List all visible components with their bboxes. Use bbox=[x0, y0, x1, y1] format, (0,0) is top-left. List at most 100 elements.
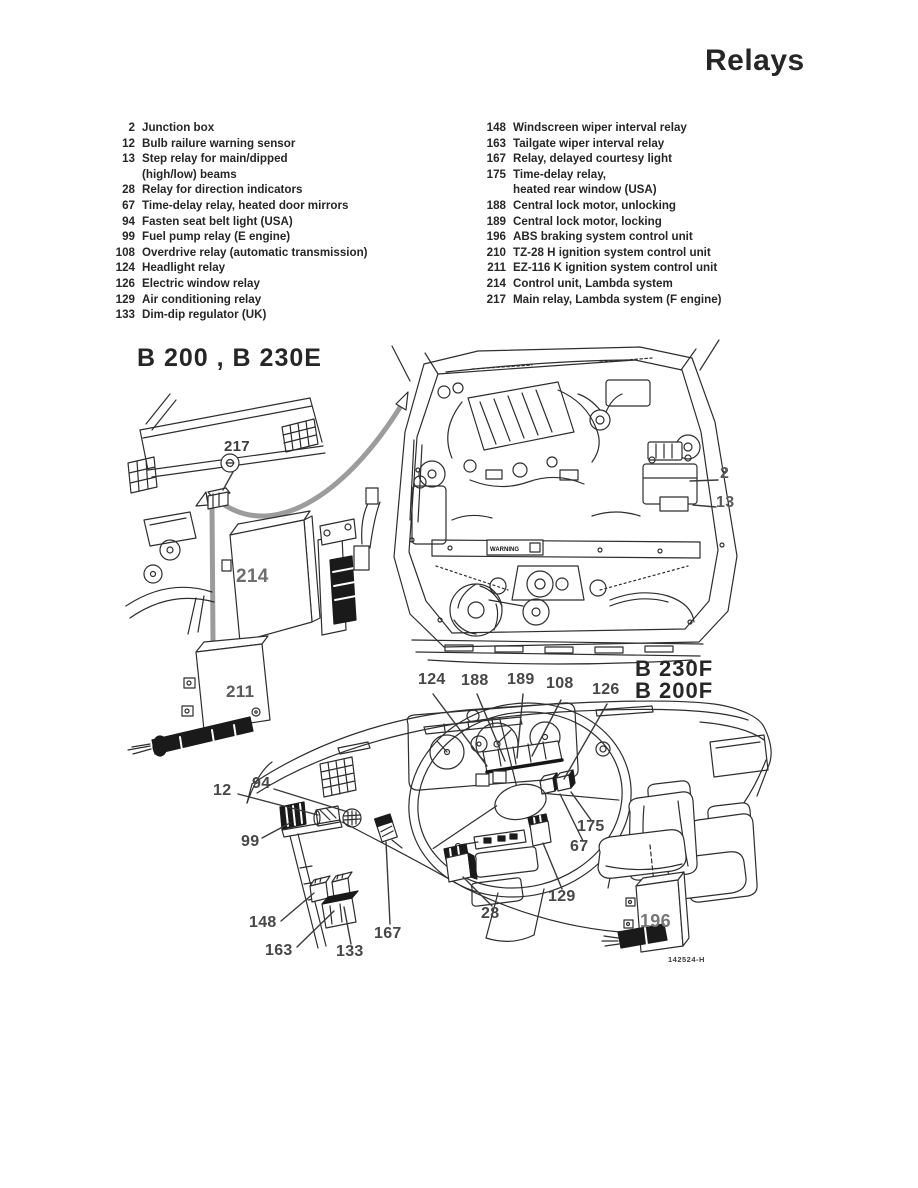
legend-number: 2 bbox=[128, 121, 135, 134]
legend-label: Fuel pump relay (E engine) bbox=[142, 230, 291, 244]
routing-line-to-ecu bbox=[209, 503, 216, 645]
legend-number: 108 bbox=[115, 245, 135, 259]
legend-item: (high/low) beams bbox=[101, 167, 368, 183]
legend-number: 28 bbox=[122, 183, 135, 197]
legend-number: 217 bbox=[486, 292, 506, 306]
callout-133: 133 bbox=[336, 943, 364, 960]
callout-217: 217 bbox=[224, 438, 250, 455]
legend-label: Central lock motor, unlocking bbox=[513, 198, 676, 212]
legend-item: 175 Time-delay relay, bbox=[472, 167, 722, 183]
legend-item: 214 Control unit, Lambda system bbox=[472, 276, 722, 292]
callout-214: 214 bbox=[236, 566, 269, 587]
callout-99: 99 bbox=[241, 833, 260, 850]
variant-line-1: B 230F bbox=[635, 656, 714, 681]
legend-number: 126 bbox=[115, 276, 135, 290]
relay-217 bbox=[195, 453, 240, 510]
page-title: Relays bbox=[705, 44, 805, 77]
legend-number: 196 bbox=[486, 230, 506, 244]
lower-dash-figure bbox=[246, 700, 772, 949]
arrowhead-icon bbox=[395, 391, 409, 411]
legend-item: 2 Junction box bbox=[101, 120, 368, 136]
legend-number: 163 bbox=[486, 136, 506, 150]
legend-label: Control unit, Lambda system bbox=[513, 276, 673, 290]
legend-item: 28 Relay for direction indicators bbox=[101, 182, 368, 198]
variant-line-2: B 200F bbox=[635, 678, 714, 703]
relay-group-left bbox=[279, 801, 362, 838]
relay-28 bbox=[443, 843, 478, 883]
legend-label: Tailgate wiper interval relay bbox=[513, 136, 665, 150]
legend-label: Time-delay relay, bbox=[513, 167, 607, 181]
switch-panel-grid bbox=[319, 756, 357, 798]
legend-label: Bulb railure warning sensor bbox=[142, 136, 296, 150]
legend-number: 167 bbox=[486, 152, 506, 166]
legend-label: Overdrive relay (automatic transmission) bbox=[142, 245, 368, 259]
legend-item: heated rear window (USA) bbox=[472, 182, 722, 198]
legend-item: 129 Air conditioning relay bbox=[101, 292, 368, 308]
abs-control-unit-196 bbox=[601, 871, 690, 953]
legend-label: Main relay, Lambda system (F engine) bbox=[513, 292, 722, 306]
callout-163: 163 bbox=[265, 942, 293, 959]
seats-figure bbox=[597, 780, 758, 953]
left-dash-figure bbox=[125, 391, 409, 757]
legend-item: 163 Tailgate wiper interval relay bbox=[472, 136, 722, 152]
legend-label: Relay, delayed courtesy light bbox=[513, 152, 672, 166]
central-relay-panel bbox=[475, 740, 564, 787]
callout-108: 108 bbox=[546, 675, 574, 692]
legend-label: Junction box bbox=[142, 121, 215, 134]
legend-number: 94 bbox=[122, 214, 135, 228]
legend-label: Time-delay relay, heated door mirrors bbox=[142, 198, 349, 212]
junction-box bbox=[647, 441, 683, 461]
callout-2: 2 bbox=[720, 465, 730, 482]
legend-number: 129 bbox=[115, 292, 135, 306]
warning-plate bbox=[486, 539, 544, 556]
engine-variant-heading-bottom: B 230F B 200F bbox=[635, 658, 713, 702]
callout-211: 211 bbox=[226, 682, 255, 701]
legend-item: 108 Overdrive relay (automatic transmissi… bbox=[101, 245, 368, 261]
steering-wheel bbox=[408, 702, 632, 942]
legend-number: 13 bbox=[122, 152, 135, 166]
legend-label: Air conditioning relay bbox=[142, 292, 262, 306]
legend-number: 175 bbox=[486, 167, 506, 181]
callout-12: 12 bbox=[213, 782, 232, 799]
legend-item: 12 Bulb railure warning sensor bbox=[101, 136, 368, 152]
driver-seat bbox=[597, 780, 698, 889]
callout-leader-lines bbox=[222, 471, 719, 948]
callout-126: 126 bbox=[592, 681, 620, 698]
engine-variant-heading-top: B 200 , B 230E bbox=[137, 344, 322, 372]
callout-188: 188 bbox=[461, 672, 489, 689]
legend-item: 126 Electric window relay bbox=[101, 276, 368, 292]
legend-label: Central lock motor, locking bbox=[513, 214, 662, 228]
legend-number: 189 bbox=[486, 214, 506, 228]
callout-94: 94 bbox=[252, 775, 271, 792]
callout-67: 67 bbox=[570, 838, 589, 855]
callout-189: 189 bbox=[507, 671, 535, 688]
ecu-box-214 bbox=[221, 510, 321, 643]
legend-left-column: 2 Junction box 12 Bulb railure warning sens… bbox=[101, 120, 368, 323]
legend-label: Electric window relay bbox=[142, 276, 260, 290]
legend-item: 211 EZ-116 K ignition system control unit bbox=[472, 260, 722, 276]
engine-bay-figure: WARNING bbox=[391, 339, 738, 665]
callout-124: 124 bbox=[418, 671, 446, 688]
legend-label: EZ-116 K ignition system control unit bbox=[513, 261, 718, 275]
legend-number: 133 bbox=[115, 308, 135, 322]
legend-number: 211 bbox=[487, 261, 506, 275]
legend-label: Relay for direction indicators bbox=[142, 183, 303, 197]
legend-item: 167 Relay, delayed courtesy light bbox=[472, 151, 722, 167]
legend-item: 189 Central lock motor, locking bbox=[472, 214, 722, 230]
warning-plate-label: WARNING bbox=[490, 547, 519, 553]
legend-number: 214 bbox=[486, 276, 506, 290]
legend-number: 210 bbox=[486, 245, 506, 259]
relay-167 bbox=[374, 813, 398, 843]
legend-number: 12 bbox=[122, 136, 135, 150]
ecu-box-211 bbox=[127, 635, 271, 757]
